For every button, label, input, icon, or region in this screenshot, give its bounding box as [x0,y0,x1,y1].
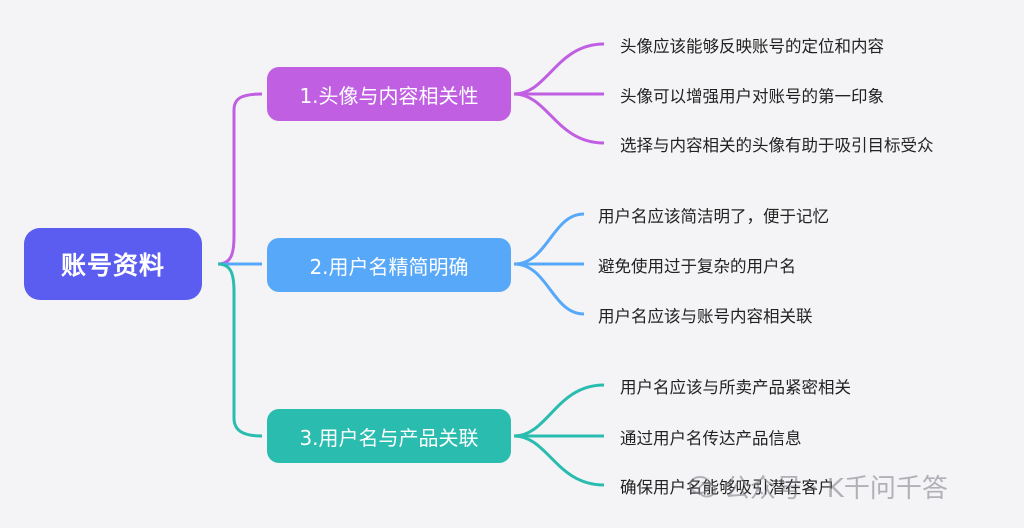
connector-b3-leaf1 [513,383,605,438]
connector-root-branch3 [217,262,263,438]
leaf-b1-3: 选择与内容相关的头像有助于吸引目标受众 [620,136,934,155]
leaf-b1-1: 头像应该能够反映账号的定位和内容 [620,37,884,56]
leaf-b2-3: 用户名应该与账号内容相关联 [598,307,813,326]
branch-node-3: 3.用户名与产品关联 [267,409,511,463]
leaf-b3-2: 通过用户名传达产品信息 [620,429,802,448]
leaf-b3-3: 确保用户名能够吸引潜在客户 [620,478,835,497]
wechat-icon [689,475,716,497]
watermark: 公众号 · K千问千答 [688,468,948,505]
watermark-text: 公众号 · K千问千答 [724,474,948,504]
leaf-b3-1: 用户名应该与所卖产品紧密相关 [620,378,851,397]
connector-b3-leaf3 [513,434,605,487]
connector-root-branch1 [217,92,263,266]
connector-b2-leaf1 [513,212,585,266]
branch-node-2: 2.用户名精简明确 [267,238,511,292]
root-node: 账号资料 [24,228,202,300]
leaf-b2-1: 用户名应该简洁明了，便于记忆 [598,207,829,226]
connector-b2-leaf3 [513,262,585,316]
leaf-b2-2: 避免使用过于复杂的用户名 [598,257,796,276]
connector-b1-leaf1 [513,42,605,96]
connector-b1-leaf3 [513,92,605,145]
branch-node-1: 1.头像与内容相关性 [267,67,511,121]
leaf-b1-2: 头像可以增强用户对账号的第一印象 [620,87,884,106]
